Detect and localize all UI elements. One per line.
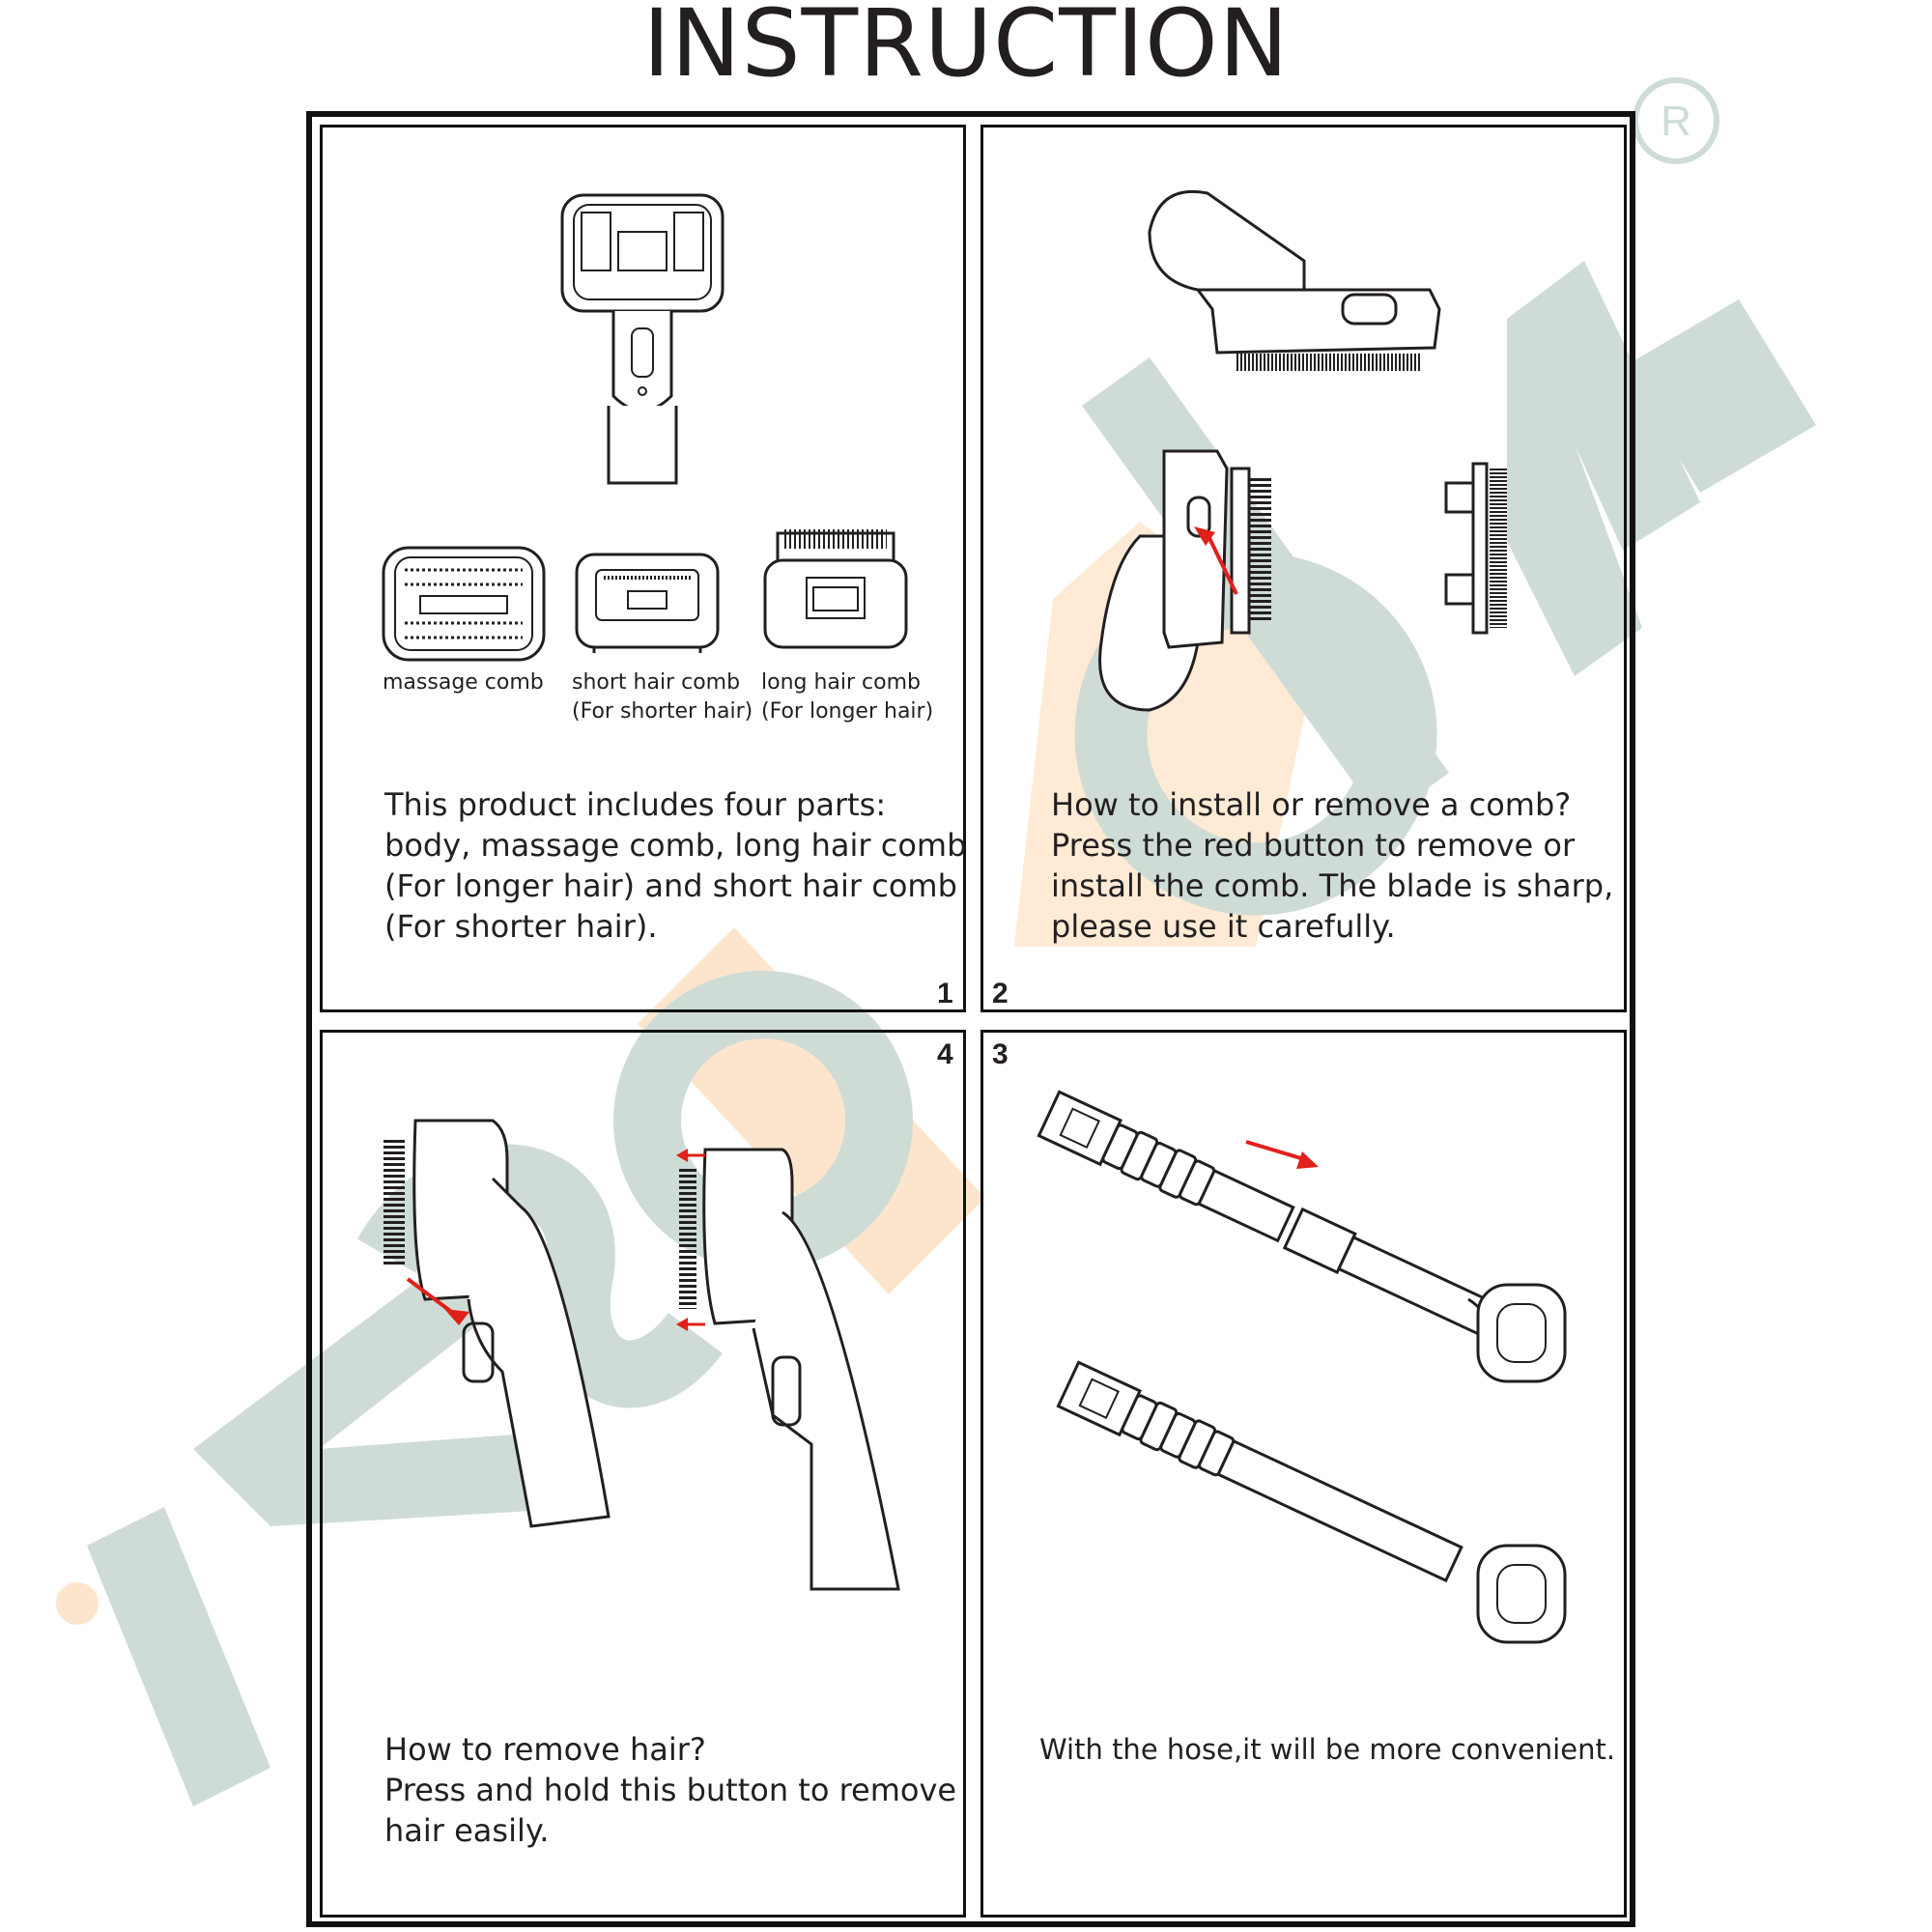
watermark-e bbox=[1623, 299, 1816, 493]
panel-4-text-line: hair easily. bbox=[384, 1812, 550, 1849]
massage-comb-illustration bbox=[382, 546, 546, 662]
grooming-head-illustration bbox=[1148, 189, 1441, 371]
panel-4-text-line: Press and hold this button to remove bbox=[384, 1772, 957, 1808]
registered-mark: R bbox=[1661, 98, 1691, 145]
panel-2-text: How to install or remove a comb? Press t… bbox=[1051, 784, 1613, 947]
panel-1 bbox=[320, 125, 966, 1012]
part-label-long-hair-comb: long hair comb bbox=[761, 670, 921, 695]
registered-mark-circle bbox=[1633, 77, 1719, 164]
panel-1-text: This product includes four parts: body, … bbox=[384, 784, 966, 947]
page-title: INSTRUCTION bbox=[642, 0, 1290, 98]
panel-2-text-line: please use it carefully. bbox=[1051, 908, 1396, 945]
panel-4-text: How to remove hair? Press and hold this … bbox=[384, 1729, 956, 1851]
body-illustration bbox=[560, 193, 724, 485]
red-arrow bbox=[406, 1277, 456, 1316]
panel-3-number: 3 bbox=[992, 1038, 1009, 1070]
panel-3-text-line: With the hose,it will be more convenient… bbox=[1039, 1733, 1616, 1766]
short-hair-comb-illustration bbox=[575, 553, 720, 653]
red-arrow bbox=[1245, 1140, 1305, 1161]
panel-2-text-line: How to install or remove a comb? bbox=[1051, 786, 1572, 823]
panel-3 bbox=[980, 1030, 1627, 1918]
panel-1-text-line: body, massage comb, long hair comb bbox=[384, 827, 967, 864]
panel-4-text-line: How to remove hair? bbox=[384, 1731, 706, 1768]
panel-2-text-line: install the comb. The blade is sharp, bbox=[1051, 867, 1614, 904]
long-hair-comb-illustration bbox=[763, 529, 908, 649]
panel-1-number: 1 bbox=[937, 978, 953, 1009]
hose-assembled-illustration bbox=[1056, 1360, 1567, 1644]
watermark-i bbox=[87, 1507, 270, 1806]
watermark-dot bbox=[56, 1582, 99, 1625]
part-label-massage-comb: massage comb bbox=[383, 670, 544, 695]
part-sublabel-short-hair-comb: (For shorter hair) bbox=[572, 699, 753, 724]
red-arrow bbox=[1208, 537, 1238, 595]
press-button-illustration-2 bbox=[676, 1148, 900, 1591]
part-label-short-hair-comb: short hair comb bbox=[572, 670, 741, 695]
panel-2-text-line: Press the red button to remove or bbox=[1051, 827, 1576, 864]
part-sublabel-long-hair-comb: (For longer hair) bbox=[761, 699, 934, 724]
comb-side-illustration bbox=[1444, 462, 1507, 635]
panel-1-text-line: (For shorter hair). bbox=[384, 908, 658, 945]
panel-4-number: 4 bbox=[937, 1038, 953, 1070]
panel-3-text: With the hose,it will be more convenient… bbox=[1039, 1729, 1615, 1770]
hose-separated-illustration bbox=[1037, 1090, 1567, 1383]
panel-1-text-line: (For longer hair) and short hair comb bbox=[384, 867, 957, 904]
panel-1-text-line: This product includes four parts: bbox=[384, 786, 887, 823]
panel-2-number: 2 bbox=[992, 978, 1009, 1009]
panel-2 bbox=[980, 125, 1627, 1012]
panel-4 bbox=[320, 1030, 966, 1918]
install-comb-illustration bbox=[1098, 449, 1271, 712]
press-button-illustration-1 bbox=[384, 1119, 611, 1528]
instruction-frame bbox=[306, 111, 1635, 1927]
